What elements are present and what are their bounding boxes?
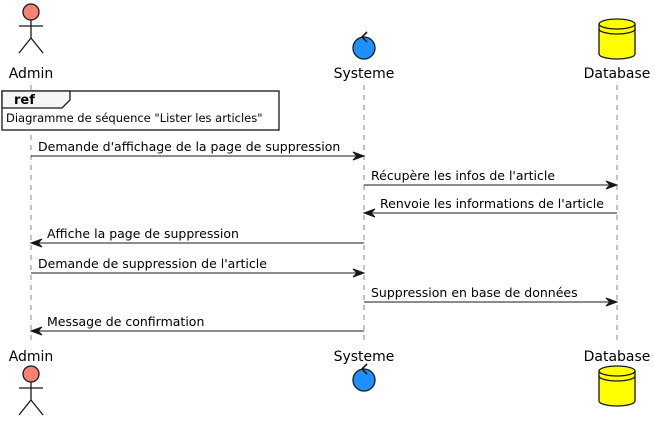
arrowhead-icon	[605, 180, 619, 190]
ref-keyword: ref	[14, 93, 35, 108]
ref-frame-tab	[1, 90, 71, 109]
database-cylinder-icon	[598, 365, 636, 407]
participant-database-bottom: Database	[584, 349, 651, 407]
participant-systeme-top: Systeme	[334, 31, 395, 82]
participant-label-systeme: Systeme	[334, 66, 395, 82]
actor-stick-figure-icon	[18, 3, 44, 54]
database-cylinder-icon	[598, 18, 636, 60]
arrowhead-icon	[352, 151, 366, 161]
message-label: Message de confirmation	[47, 314, 204, 329]
control-circle-icon	[352, 31, 376, 60]
participant-label-database: Database	[584, 349, 651, 365]
message-1: Demande d'affichage de la page de suppre…	[31, 139, 366, 161]
message-label: Demande d'affichage de la page de suppre…	[38, 139, 340, 154]
message-3: Renvoie les informations de l'article	[362, 196, 617, 218]
arrowhead-icon	[352, 268, 366, 278]
message-label: Renvoie les informations de l'article	[380, 196, 604, 211]
participant-label-admin: Admin	[9, 349, 54, 365]
message-label: Récupère les infos de l'article	[371, 168, 555, 183]
participants-top: Admin Systeme Database	[9, 3, 651, 82]
participant-label-admin: Admin	[9, 66, 54, 82]
messages: Demande d'affichage de la page de suppre…	[29, 139, 619, 336]
message-7: Message de confirmation	[29, 314, 364, 336]
ref-text: Diagramme de séquence "Lister les articl…	[6, 111, 263, 125]
arrowhead-icon	[29, 326, 43, 336]
control-circle-icon	[352, 363, 376, 392]
message-label: Demande de suppression de l'article	[38, 256, 267, 271]
participant-admin-bottom: Admin	[9, 349, 54, 416]
message-5: Demande de suppression de l'article	[31, 256, 366, 278]
participant-label-database: Database	[584, 66, 651, 82]
participant-label-systeme: Systeme	[334, 349, 395, 365]
arrowhead-icon	[605, 297, 619, 307]
message-label: Affiche la page de suppression	[47, 226, 239, 241]
message-2: Récupère les infos de l'article	[364, 168, 619, 190]
participant-systeme-bottom: Systeme	[334, 349, 395, 392]
message-4: Affiche la page de suppression	[29, 226, 364, 248]
arrowhead-icon	[29, 238, 43, 248]
actor-stick-figure-icon	[18, 365, 44, 416]
participant-admin-top: Admin	[9, 3, 54, 82]
participant-database-top: Database	[584, 18, 651, 82]
arrowhead-icon	[362, 208, 376, 218]
participants-bottom: Admin Systeme Database	[9, 349, 651, 416]
message-6: Suppression en base de données	[364, 285, 619, 307]
ref-frame: ref Diagramme de séquence "Lister les ar…	[1, 90, 280, 131]
message-label: Suppression en base de données	[371, 285, 578, 300]
